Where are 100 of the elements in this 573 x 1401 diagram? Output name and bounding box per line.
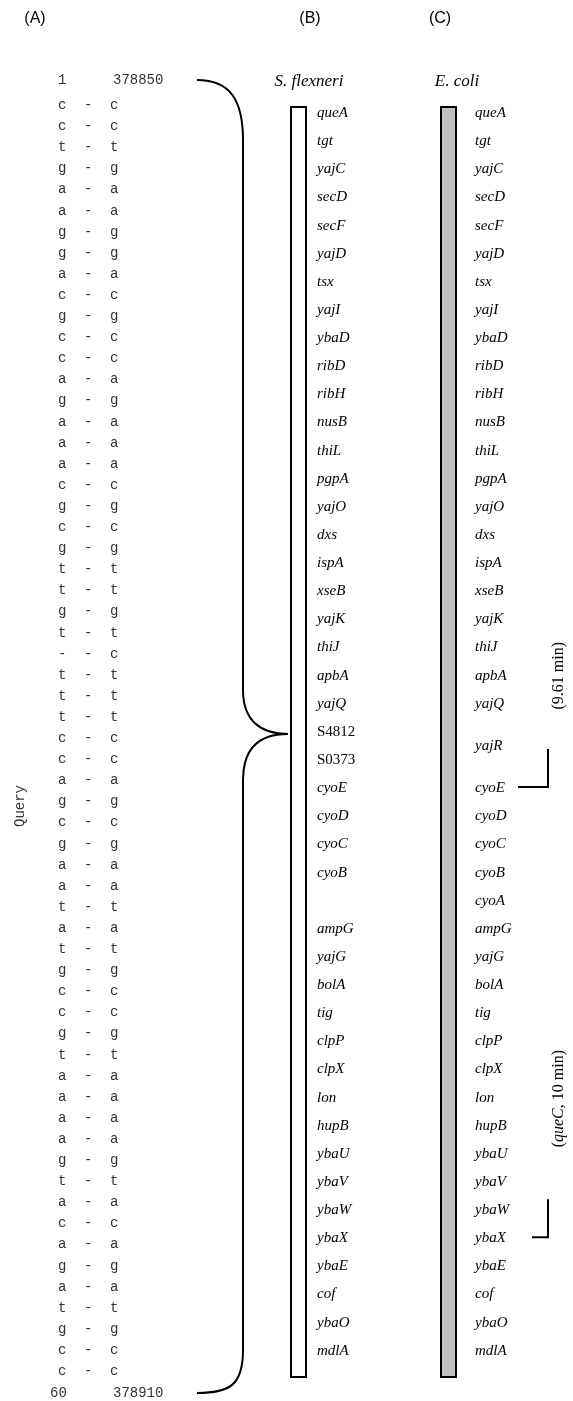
alignment-row-text: g - g <box>58 243 123 263</box>
map-position-label: (queC, 10 min) <box>548 1050 568 1148</box>
alignment-row-text: a - a <box>58 264 123 284</box>
gene-name: ribD <box>475 355 504 375</box>
alignment-row-text: g - g <box>58 1256 123 1275</box>
alignment-row-text: a - a <box>58 369 123 389</box>
alignment-row-text: g - g <box>58 538 123 558</box>
alignment-row-text: c - c <box>58 749 123 769</box>
gene-name: yajQ <box>475 693 505 713</box>
gene-name: lon <box>475 1087 495 1107</box>
gene-name: yajI <box>475 299 499 319</box>
gene-name: ybaW <box>475 1199 510 1219</box>
alignment-row-text: a - a <box>58 454 123 474</box>
gene-name: ampG <box>475 918 512 938</box>
gene-name: tsx <box>475 271 492 291</box>
alignment-row-text: g - g <box>58 222 123 242</box>
gene-name: thiL <box>317 440 342 460</box>
gene-name: nusB <box>475 412 505 432</box>
gene-name: xseB <box>475 580 504 600</box>
alignment-row-text: t - t <box>58 1171 123 1191</box>
alignment-row-text: g - g <box>58 496 123 516</box>
gene-name: ybaV <box>317 1171 348 1191</box>
alignment-row-text: a - a <box>58 1129 123 1149</box>
gene-name: ybaO <box>475 1312 508 1332</box>
alignment-row-text: - - c <box>58 644 123 664</box>
gene-name: cyoE <box>317 777 347 797</box>
gene-name: S4812 <box>317 721 356 741</box>
alignment-row-text: c - c <box>58 95 123 115</box>
alignment-row-text: a - a <box>58 1192 123 1212</box>
alignment-row-text: g - g <box>58 1319 123 1339</box>
gene-name: lon <box>317 1087 337 1107</box>
alignment-row-text: c - c <box>58 116 123 136</box>
position-number: 1 <box>58 70 67 90</box>
alignment-row-text: c - c <box>58 348 123 368</box>
gene-name: yajC <box>317 159 346 178</box>
gene-name: queA <box>317 102 348 122</box>
alignment-row-text: g - g <box>58 791 123 811</box>
gene-name: secF <box>475 215 504 235</box>
gene-name: yajD <box>475 243 505 263</box>
alignment-row-text: g - g <box>58 960 123 980</box>
gene-name: yajO <box>317 496 347 516</box>
gene-name: ybaO <box>317 1312 350 1332</box>
alignment-row-text: t - t <box>58 707 123 727</box>
alignment-row-text: c - c <box>58 475 123 495</box>
alignment-row-text: c - c <box>58 728 123 748</box>
gene-name: xseB <box>317 580 346 600</box>
gene-name: ybaW <box>317 1199 352 1219</box>
alignment-row-text: t - t <box>58 559 123 579</box>
alignment-row-text: g - g <box>58 158 123 178</box>
gene-name: yajG <box>317 946 347 966</box>
gene-name: pgpA <box>475 468 507 488</box>
gene-name: ampG <box>317 918 354 938</box>
alignment-row-text: t - t <box>58 580 123 600</box>
gene-name: yajQ <box>317 693 347 713</box>
query-label: Query <box>11 785 29 827</box>
gene-name: cyoC <box>317 834 348 854</box>
gene-name: cof <box>317 1284 336 1304</box>
alignment-row-text: c - c <box>58 1361 123 1381</box>
gene-name: yajK <box>317 609 346 629</box>
alignment-row-text: c - c <box>58 812 123 832</box>
gene-name: thiJ <box>317 637 340 657</box>
gene-name: thiJ <box>475 637 498 657</box>
gene-name: cyoB <box>475 862 505 882</box>
gene-name: yajC <box>475 159 504 178</box>
alignment-row-text: c - c <box>58 327 123 347</box>
alignment-row-text: a - a <box>58 179 123 199</box>
gene-name: cyoA <box>475 890 505 910</box>
gene-name: yajD <box>317 243 347 263</box>
gene-name: ribH <box>475 384 504 404</box>
gene-name: S0373 <box>317 749 356 769</box>
alignment-row-text: c - c <box>58 1340 123 1360</box>
gene-name: thiL <box>475 440 500 460</box>
alignment-row-text: g - g <box>58 834 123 853</box>
gene-name: apbA <box>317 665 349 685</box>
alignment-row-text: t - t <box>58 686 123 706</box>
gene-name: ybaX <box>475 1227 506 1247</box>
alignment-row-text: a - a <box>58 433 123 453</box>
alignment-row-text: g - g <box>58 1150 123 1170</box>
gene-name: cyoC <box>475 834 506 854</box>
gene-name: tgt <box>475 130 491 150</box>
gene-name: bolA <box>475 974 504 994</box>
alignment-row-text: g - g <box>58 390 123 410</box>
species-heading: S. flexneri <box>274 70 344 93</box>
alignment-row-text: t - t <box>58 1298 123 1318</box>
gene-name: ybaE <box>317 1256 348 1276</box>
alignment-row-text: a - a <box>58 855 123 875</box>
gene-name: ribD <box>317 355 346 375</box>
gene-name: clpX <box>475 1059 503 1079</box>
alignment-row-text: t - t <box>58 939 123 959</box>
gene-name: ispA <box>475 552 502 572</box>
gene-name: yajI <box>317 299 341 319</box>
alignment-row-text: t - t <box>58 897 123 917</box>
gene-name: secD <box>317 187 347 207</box>
alignment-row-text: c - c <box>58 981 123 1001</box>
gene-name: cyoB <box>317 862 347 882</box>
alignment-row-text: a - a <box>58 1087 123 1107</box>
gene-name: yajR <box>475 735 503 755</box>
gene-name: ybaD <box>475 327 508 347</box>
gene-name: pgpA <box>317 468 349 488</box>
alignment-row-text: g - g <box>58 306 123 326</box>
